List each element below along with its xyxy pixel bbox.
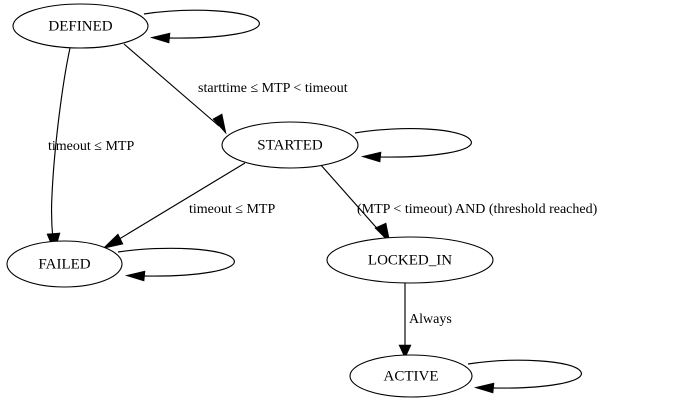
failed-self-loop-arrowhead	[124, 270, 146, 282]
defined-self-loop-arrowhead	[149, 32, 171, 44]
edge-label-started-to-locked-in: (MTP < timeout) AND (threshold reached)	[357, 202, 598, 217]
edge-started-to-failed[interactable]: timeout ≤ MTP	[102, 162, 275, 250]
state-node-started[interactable]: STARTED	[221, 121, 359, 169]
defined-to-failed-path	[51, 47, 71, 241]
started-to-failed-arrowhead	[102, 233, 124, 250]
started-label: STARTED	[257, 137, 323, 153]
state-node-active[interactable]: ACTIVE	[349, 354, 473, 398]
failed-ellipse	[6, 240, 123, 288]
defined-to-started-arrowhead	[212, 113, 227, 135]
edge-defined-to-failed[interactable]: timeout ≤ MTP	[46, 47, 134, 253]
active-self-loop-path	[467, 359, 582, 389]
edge-active-self-loop[interactable]	[467, 359, 582, 394]
defined-to-started-path	[123, 43, 220, 127]
locked-in-to-active-arrowhead	[398, 344, 412, 359]
failed-label: FAILED	[38, 256, 90, 272]
active-label: ACTIVE	[384, 368, 439, 384]
edge-started-to-locked-in[interactable]: (MTP < timeout) AND (threshold reached)	[319, 163, 598, 244]
defined-label: DEFINED	[48, 18, 112, 34]
edge-label-defined-to-failed: timeout ≤ MTP	[48, 139, 134, 154]
started-to-locked-in-path	[319, 163, 383, 235]
active-ellipse	[349, 354, 473, 398]
edge-started-self-loop[interactable]	[354, 128, 472, 163]
edge-defined-self-loop[interactable]	[143, 9, 260, 44]
defined-self-loop-path	[143, 9, 260, 39]
active-self-loop-arrowhead	[473, 382, 495, 394]
state-node-locked-in[interactable]: LOCKED_IN	[326, 236, 494, 284]
locked-in-label: LOCKED_IN	[368, 252, 452, 268]
started-ellipse	[221, 121, 359, 169]
locked-in-ellipse	[326, 236, 494, 284]
edge-defined-to-started[interactable]: starttime ≤ MTP < timeout	[123, 43, 348, 135]
state-node-failed[interactable]: FAILED	[6, 240, 123, 288]
state-node-defined[interactable]: DEFINED	[12, 3, 149, 49]
edge-locked-in-to-active[interactable]: Always	[398, 283, 452, 359]
edge-label-defined-to-started: starttime ≤ MTP < timeout	[198, 81, 348, 96]
edge-label-locked-in-to-active: Always	[409, 312, 452, 327]
edge-failed-self-loop[interactable]	[117, 247, 235, 282]
started-self-loop-arrowhead	[360, 151, 382, 163]
started-self-loop-path	[354, 128, 472, 158]
defined-ellipse	[12, 3, 149, 49]
failed-self-loop-path	[117, 247, 235, 277]
started-to-failed-path	[115, 162, 246, 242]
edge-label-started-to-failed: timeout ≤ MTP	[189, 202, 275, 217]
